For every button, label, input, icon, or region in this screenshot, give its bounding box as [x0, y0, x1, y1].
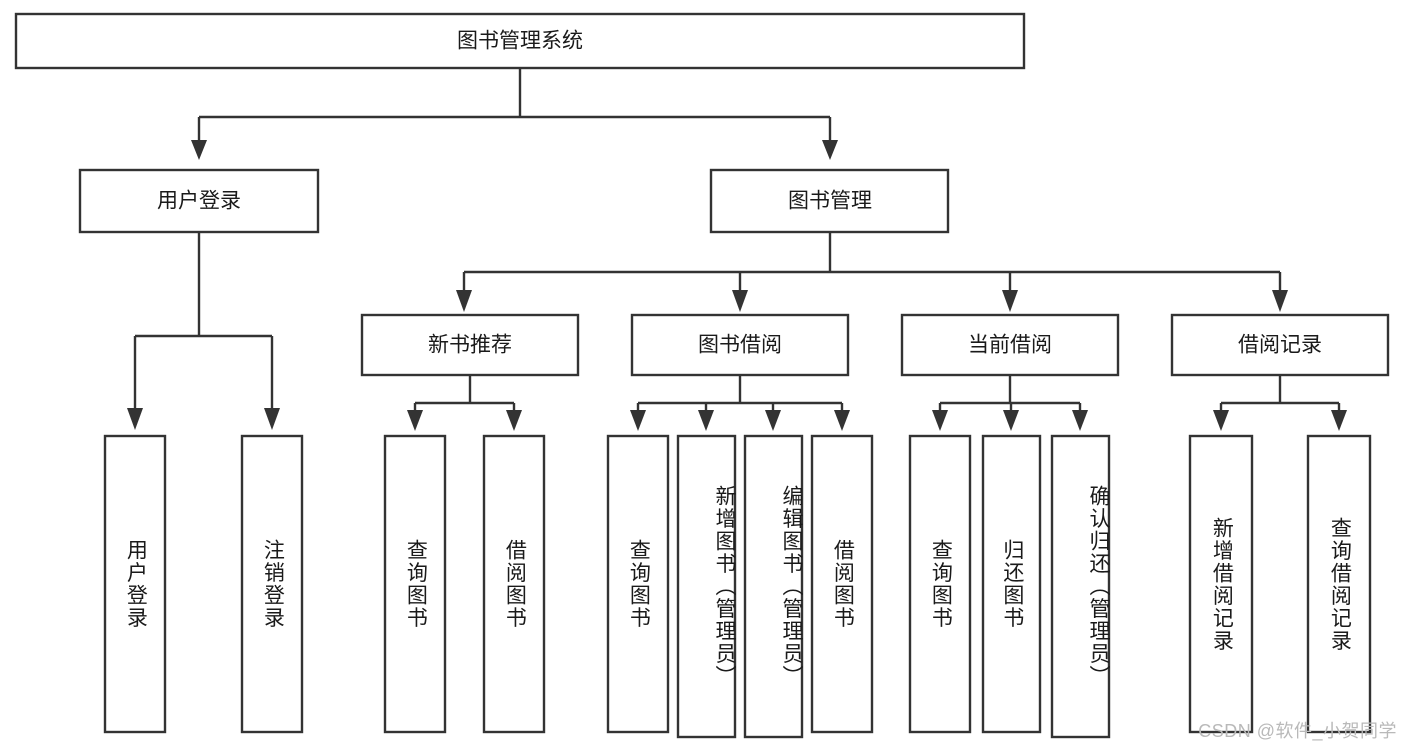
arrow-borrow-to-leaf-1: [630, 410, 646, 431]
edges-group: [127, 68, 1347, 431]
node-book-management-box[interactable]: [709, 168, 950, 234]
arrow-records-to-leaf-1: [1213, 410, 1229, 431]
arrow-records-to-leaf-2: [1331, 410, 1347, 431]
arrow-userlogin-to-leaf-1: [127, 408, 143, 430]
node-book-borrow-label: 图书借阅: [698, 334, 782, 357]
leaf-boxes-group: [103, 434, 1372, 739]
leaf-box-borrow-books[interactable]: [810, 434, 874, 734]
leaf-box-edit-book-admin[interactable]: [743, 434, 804, 739]
arrow-current-to-leaf-2: [1003, 410, 1019, 431]
node-book-borrow-box[interactable]: [630, 313, 850, 377]
arrow-newbook-to-leaf-2: [506, 410, 522, 431]
node-current-borrow-label: 当前借阅: [968, 334, 1052, 357]
leaf-box-query-books-borrow[interactable]: [606, 434, 670, 734]
arrow-bookmgmt-to-borrow: [732, 290, 748, 312]
node-current-borrow[interactable]: 当前借阅: [900, 313, 1120, 377]
node-borrow-records-box[interactable]: [1170, 313, 1390, 377]
leaf-box-add-borrow-record[interactable]: [1188, 434, 1254, 734]
leaf-box-borrow-books-new[interactable]: [482, 434, 546, 734]
arrow-current-to-leaf-3: [1072, 410, 1088, 431]
leaf-box-query-borrow-record[interactable]: [1306, 434, 1372, 734]
arrow-borrow-to-leaf-2: [698, 410, 714, 431]
node-book-management[interactable]: 图书管理: [709, 168, 950, 234]
arrow-root-to-book-mgmt: [822, 140, 838, 160]
node-book-borrow[interactable]: 图书借阅: [630, 313, 850, 377]
arrow-current-to-leaf-1: [932, 410, 948, 431]
node-book-management-label: 图书管理: [788, 190, 872, 213]
node-current-borrow-box[interactable]: [900, 313, 1120, 377]
arrow-borrow-to-leaf-3: [765, 410, 781, 431]
node-new-book-recommend[interactable]: 新书推荐: [360, 313, 580, 377]
node-user-login-box[interactable]: [78, 168, 320, 234]
arrow-borrow-to-leaf-4: [834, 410, 850, 431]
node-borrow-records[interactable]: 借阅记录: [1170, 313, 1390, 377]
arrow-root-to-user-login: [191, 140, 207, 160]
arrow-bookmgmt-to-newbook: [456, 290, 472, 312]
arrow-userlogin-to-leaf-2: [264, 408, 280, 430]
leaf-box-logout[interactable]: [240, 434, 304, 734]
leaf-box-query-books-new[interactable]: [383, 434, 447, 734]
node-borrow-records-label: 借阅记录: [1238, 334, 1322, 357]
node-user-login-label: 用户登录: [157, 190, 241, 213]
arrow-bookmgmt-to-current: [1002, 290, 1018, 312]
leaf-box-user-login[interactable]: [103, 434, 167, 734]
node-root[interactable]: 图书管理系统: [14, 12, 1026, 70]
arrow-bookmgmt-to-records: [1272, 290, 1288, 312]
leaf-box-add-book-admin[interactable]: [676, 434, 737, 739]
node-new-book-recommend-label: 新书推荐: [428, 334, 512, 357]
arrow-newbook-to-leaf-1: [407, 410, 423, 431]
node-root-label: 图书管理系统: [457, 30, 583, 53]
node-user-login[interactable]: 用户登录: [78, 168, 320, 234]
watermark-text: CSDN @软件_小贺同学: [1198, 721, 1397, 741]
node-new-book-recommend-box[interactable]: [360, 313, 580, 377]
leaf-box-return-books[interactable]: [981, 434, 1042, 734]
leaf-box-query-books-current[interactable]: [908, 434, 972, 734]
node-root-box[interactable]: [14, 12, 1026, 70]
leaf-box-confirm-return-admin[interactable]: [1050, 434, 1111, 739]
